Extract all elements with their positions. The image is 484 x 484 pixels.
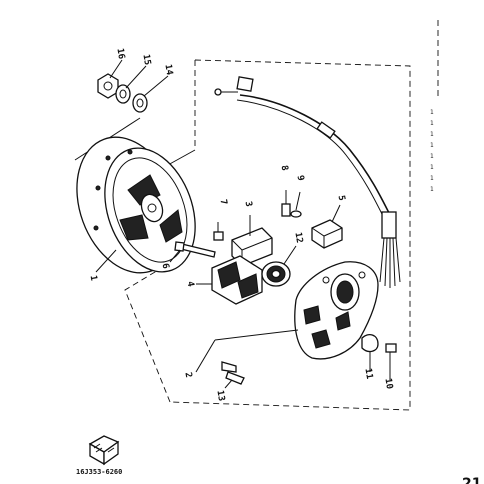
bolt-6 bbox=[174, 241, 216, 258]
screw-10 bbox=[385, 343, 397, 380]
label-6: 6 bbox=[160, 263, 171, 270]
label-9: 9 bbox=[295, 175, 306, 182]
label-3: 3 bbox=[243, 201, 254, 208]
leader-15 bbox=[125, 65, 147, 89]
label-14: 14 bbox=[162, 64, 174, 77]
clamp-11 bbox=[361, 333, 379, 372]
page-number-fragment: 21 bbox=[462, 476, 481, 484]
svg-text:1: 1 bbox=[430, 164, 434, 171]
label-15: 15 bbox=[140, 54, 152, 66]
spring-washer-15 bbox=[115, 84, 131, 104]
screw-7 bbox=[213, 222, 224, 241]
label-5: 5 bbox=[336, 195, 347, 202]
diagram-code: 16J353-6260 bbox=[76, 468, 122, 476]
stator-coil-4 bbox=[196, 255, 263, 305]
washer-9 bbox=[290, 191, 302, 218]
screw-13 bbox=[221, 361, 245, 389]
label-12: 12 bbox=[292, 232, 304, 244]
label-2: 2 bbox=[182, 372, 193, 379]
svg-text:1: 1 bbox=[430, 153, 434, 160]
label-8: 8 bbox=[279, 165, 290, 172]
oil-seal-12 bbox=[261, 245, 297, 287]
screw-8 bbox=[281, 190, 291, 217]
wire-harness bbox=[214, 76, 401, 288]
leader-2 bbox=[195, 339, 216, 373]
leader-2b bbox=[214, 329, 299, 341]
label-11: 11 bbox=[362, 368, 374, 380]
svg-text:1: 1 bbox=[430, 175, 434, 182]
svg-text:1: 1 bbox=[430, 131, 434, 138]
label-7: 7 bbox=[218, 199, 229, 206]
publication-stamp-icon bbox=[88, 435, 120, 466]
leader-16 bbox=[109, 59, 123, 79]
washer-14 bbox=[132, 93, 148, 113]
svg-text:1: 1 bbox=[430, 142, 434, 149]
svg-text:1: 1 bbox=[430, 109, 434, 116]
svg-text:1: 1 bbox=[430, 120, 434, 127]
leader-1 bbox=[95, 249, 117, 273]
label-1: 1 bbox=[88, 275, 99, 282]
svg-text:1: 1 bbox=[430, 186, 434, 193]
label-4: 4 bbox=[185, 281, 196, 289]
label-13: 13 bbox=[214, 390, 226, 402]
leader-6 bbox=[169, 249, 181, 263]
leader-14 bbox=[143, 75, 169, 97]
flywheel-rotor bbox=[76, 136, 196, 274]
label-10: 10 bbox=[382, 378, 394, 390]
coil-5 bbox=[311, 204, 343, 249]
stator-base-plate-2 bbox=[294, 261, 379, 360]
label-16: 16 bbox=[114, 48, 126, 60]
nut-16 bbox=[97, 73, 119, 99]
edge-number-column: 1 1 1 1 1 1 1 1 bbox=[430, 109, 434, 193]
